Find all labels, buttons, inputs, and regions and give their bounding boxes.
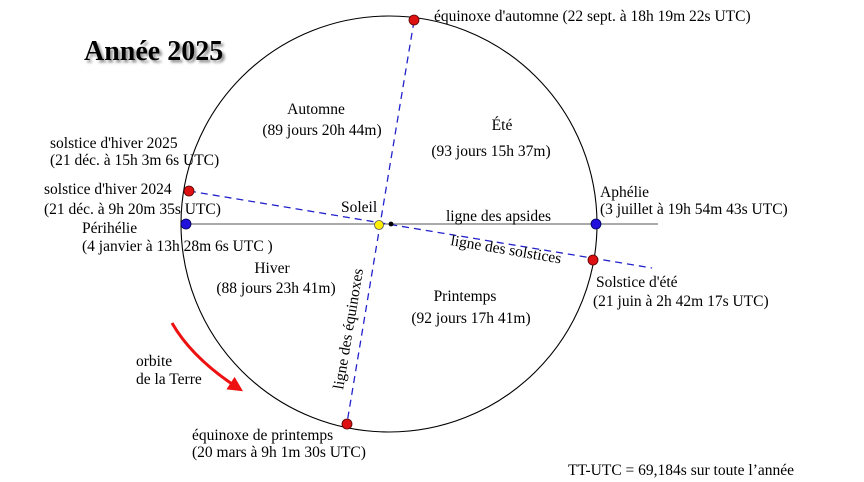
summer-solstice-date: (21 juin à 2h 42m 17s UTC) (593, 293, 769, 310)
winter-solstice-2025-date: (21 déc. à 15h 3m 6s UTC) (50, 152, 219, 169)
solstices-line-label: ligne des solstices (449, 232, 562, 267)
season-autumn-duration: (89 jours 20h 44m) (262, 122, 381, 139)
season-summer-duration: (93 jours 15h 37m) (431, 143, 550, 160)
orbit-label-line1: orbite (136, 353, 172, 370)
summer-solstice-name: Solstice d'été (596, 274, 678, 291)
page-title: Année 2025 (84, 36, 223, 67)
season-winter-name: Hiver (254, 260, 290, 277)
season-winter-duration: (88 jours 23h 41m) (216, 280, 335, 297)
equinoxes-line (346, 20, 415, 424)
season-summer-name: Été (492, 117, 513, 134)
solstices-line (188, 190, 653, 269)
spring-equinox-date: (20 mars à 9h 1m 30s UTC) (192, 444, 366, 461)
aphelion-dot-icon (590, 218, 602, 230)
sun-dot-icon (374, 220, 384, 230)
winter-solstice-2024-date: (21 déc. à 9h 20m 35s UTC) (44, 201, 221, 218)
season-autumn-name: Automne (287, 101, 345, 118)
orbit-label-line2: de la Terre (136, 371, 202, 388)
apsides-line-label: ligne des apsides (446, 208, 551, 225)
winter-solstice-2025-name: solstice d'hiver 2025 (50, 135, 178, 152)
perihelion-name: Périhélie (82, 220, 137, 237)
winter-solstice-2024-name: solstice d'hiver 2024 (44, 181, 172, 198)
orbit-direction-arrow-icon (170, 322, 244, 392)
sun-label: Soleil (341, 199, 377, 216)
center-dot-icon (388, 221, 394, 227)
perihelion-date: (4 janvier à 13h 28m 6s UTC ) (82, 238, 273, 255)
autumn-equinox-label: équinoxe d'automne (22 sept. à 18h 19m 2… (434, 8, 751, 25)
summer-solstice-dot-icon (587, 254, 599, 266)
season-spring-name: Printemps (434, 288, 497, 305)
equinoxes-line-label: ligne des équinoxes (330, 267, 367, 390)
autumn-equinox-dot-icon (408, 14, 420, 26)
aphelion-date: (3 juillet à 19h 54m 43s UTC) (600, 201, 788, 218)
spring-equinox-dot-icon (341, 418, 353, 430)
winter-solstice-dot-icon (183, 185, 195, 197)
footer-note: TT-UTC = 69,184s sur toute l’année (568, 462, 794, 479)
perihelion-dot-icon (180, 218, 192, 230)
season-spring-duration: (92 jours 17h 41m) (411, 310, 530, 327)
aphelion-name: Aphélie (600, 184, 649, 201)
spring-equinox-name: équinoxe de printemps (192, 427, 333, 444)
